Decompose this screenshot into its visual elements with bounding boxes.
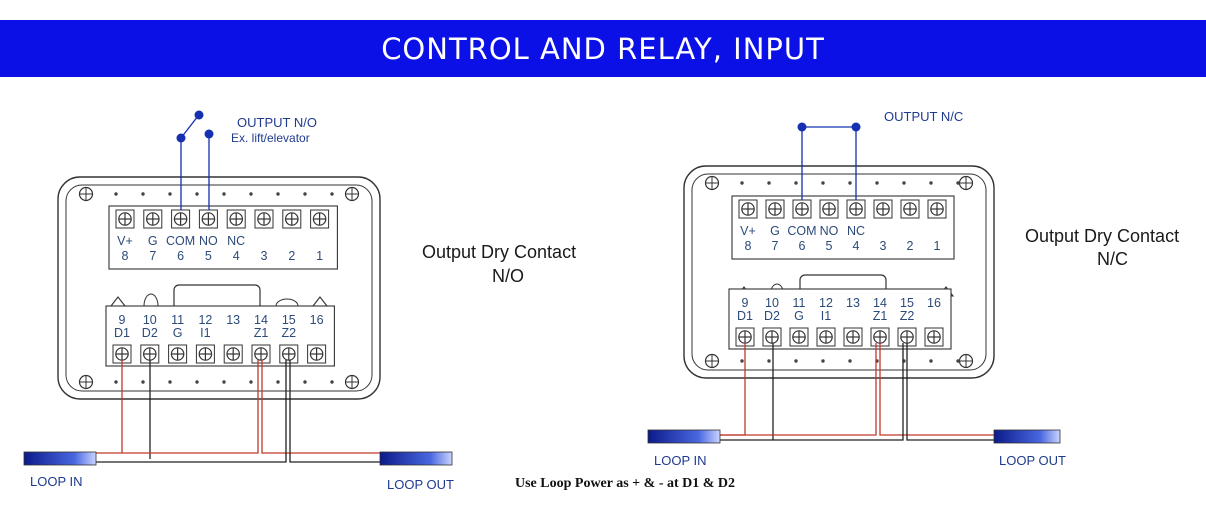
top-terminal-number: 3 bbox=[261, 249, 268, 263]
top-terminal-name: NC bbox=[847, 224, 865, 238]
top-terminal-number: 7 bbox=[149, 249, 156, 263]
top-terminal-number: 3 bbox=[880, 239, 887, 253]
bottom-terminal-name: Z2 bbox=[900, 309, 915, 323]
top-terminal-number: 4 bbox=[233, 249, 240, 263]
bottom-terminal-number: 15 bbox=[900, 296, 914, 310]
top-terminal-name: COM bbox=[787, 224, 816, 238]
loop-red-z1 bbox=[95, 360, 259, 454]
top-terminal-number: 8 bbox=[122, 249, 129, 263]
bottom-terminal-name: D1 bbox=[737, 309, 753, 323]
bottom-terminal-number: 11 bbox=[171, 313, 184, 327]
left-output-label: OUTPUT N/O bbox=[237, 115, 317, 130]
left-caption-line1: Output Dry Contact bbox=[422, 242, 576, 262]
com-node bbox=[176, 133, 186, 143]
left-caption-line2: N/O bbox=[492, 266, 524, 286]
bottom-terminal-number: 13 bbox=[846, 296, 860, 310]
loop-black-z2-out bbox=[906, 343, 995, 441]
case-inner bbox=[65, 184, 373, 392]
bottom-terminal-name: I1 bbox=[200, 326, 210, 340]
page-title: CONTROL AND RELAY, INPUT bbox=[381, 31, 825, 66]
bottom-terminal-block bbox=[105, 305, 335, 367]
bottom-terminal-name: D2 bbox=[764, 309, 780, 323]
bottom-terminal-name: G bbox=[794, 309, 804, 323]
right-caption-line2: N/C bbox=[1097, 249, 1128, 269]
loop-black-z2 bbox=[720, 343, 904, 441]
footer-note: Use Loop Power as + & - at D1 & D2 bbox=[515, 476, 735, 491]
bottom-terminal-block bbox=[728, 288, 952, 350]
case-inner bbox=[691, 173, 987, 371]
top-terminal-number: 6 bbox=[177, 249, 184, 263]
top-terminal-number: 1 bbox=[316, 249, 323, 263]
left-loop-out-device bbox=[379, 451, 453, 466]
left-loop-out-label: LOOP OUT bbox=[387, 477, 454, 492]
right-loop-out-device bbox=[993, 429, 1061, 444]
bottom-terminal-number: 14 bbox=[254, 313, 268, 327]
bottom-terminal-number: 12 bbox=[198, 313, 212, 327]
bottom-terminal-number: 15 bbox=[282, 313, 296, 327]
nc-node bbox=[851, 122, 861, 132]
left-loop-in-device bbox=[23, 451, 97, 466]
relay-switch-arm bbox=[180, 115, 199, 139]
top-terminal-number: 1 bbox=[934, 239, 941, 253]
switch-node bbox=[194, 110, 204, 120]
bottom-terminal-name: I1 bbox=[821, 309, 831, 323]
top-terminal-number: 5 bbox=[205, 249, 212, 263]
left-loop-in-label: LOOP IN bbox=[30, 474, 83, 489]
top-terminal-number: 6 bbox=[799, 239, 806, 253]
top-terminal-number: 8 bbox=[745, 239, 752, 253]
nc-loop-wire bbox=[801, 126, 857, 200]
top-terminal-name: V+ bbox=[740, 224, 756, 238]
bottom-terminal-number: 10 bbox=[143, 313, 157, 327]
top-terminal-name: V+ bbox=[117, 234, 133, 248]
bottom-terminal-number: 14 bbox=[873, 296, 887, 310]
bottom-terminal-number: 9 bbox=[119, 313, 126, 327]
bottom-terminal-number: 12 bbox=[819, 296, 833, 310]
bottom-terminal-number: 9 bbox=[742, 296, 749, 310]
right-loop-out-label: LOOP OUT bbox=[999, 453, 1066, 468]
bottom-terminal-name: Z1 bbox=[254, 326, 269, 340]
bottom-terminal-number: 16 bbox=[927, 296, 941, 310]
top-terminal-name: NO bbox=[199, 234, 218, 248]
top-terminal-name: G bbox=[148, 234, 158, 248]
bottom-terminal-name: D2 bbox=[142, 326, 158, 340]
top-terminal-name: NO bbox=[820, 224, 839, 238]
loop-black-z2-out bbox=[289, 360, 381, 463]
bottom-terminal-number: 16 bbox=[310, 313, 324, 327]
top-terminal-number: 5 bbox=[826, 239, 833, 253]
bottom-terminal-name: Z2 bbox=[282, 326, 297, 340]
bottom-terminal-number: 11 bbox=[793, 296, 806, 310]
right-loop-in-label: LOOP IN bbox=[654, 453, 707, 468]
no-node bbox=[204, 129, 214, 139]
loop-red-z1 bbox=[720, 343, 877, 436]
bottom-terminal-name: D1 bbox=[114, 326, 130, 340]
top-terminal-block bbox=[108, 205, 338, 270]
right-output-label: OUTPUT N/C bbox=[884, 109, 963, 124]
top-terminal-number: 7 bbox=[772, 239, 779, 253]
top-terminal-number: 4 bbox=[853, 239, 860, 253]
loop-red-z1-out bbox=[879, 343, 995, 436]
top-terminal-number: 2 bbox=[907, 239, 914, 253]
left-output-sublabel: Ex. lift/elevator bbox=[231, 131, 310, 145]
top-terminal-name: NC bbox=[227, 234, 245, 248]
bottom-terminal-number: 13 bbox=[226, 313, 240, 327]
top-terminal-name: COM bbox=[166, 234, 195, 248]
com-node bbox=[797, 122, 807, 132]
top-terminal-block bbox=[731, 195, 955, 260]
loop-black-z2 bbox=[95, 360, 287, 463]
bottom-terminal-name: Z1 bbox=[873, 309, 888, 323]
top-terminal-number: 2 bbox=[288, 249, 295, 263]
right-loop-in-device bbox=[647, 429, 721, 444]
bottom-terminal-number: 10 bbox=[765, 296, 779, 310]
top-terminal-name: G bbox=[770, 224, 780, 238]
loop-red-z1-out bbox=[261, 360, 381, 454]
title-banner: CONTROL AND RELAY, INPUT bbox=[0, 20, 1206, 77]
bottom-terminal-name: G bbox=[173, 326, 183, 340]
right-caption-line1: Output Dry Contact bbox=[1025, 226, 1179, 246]
